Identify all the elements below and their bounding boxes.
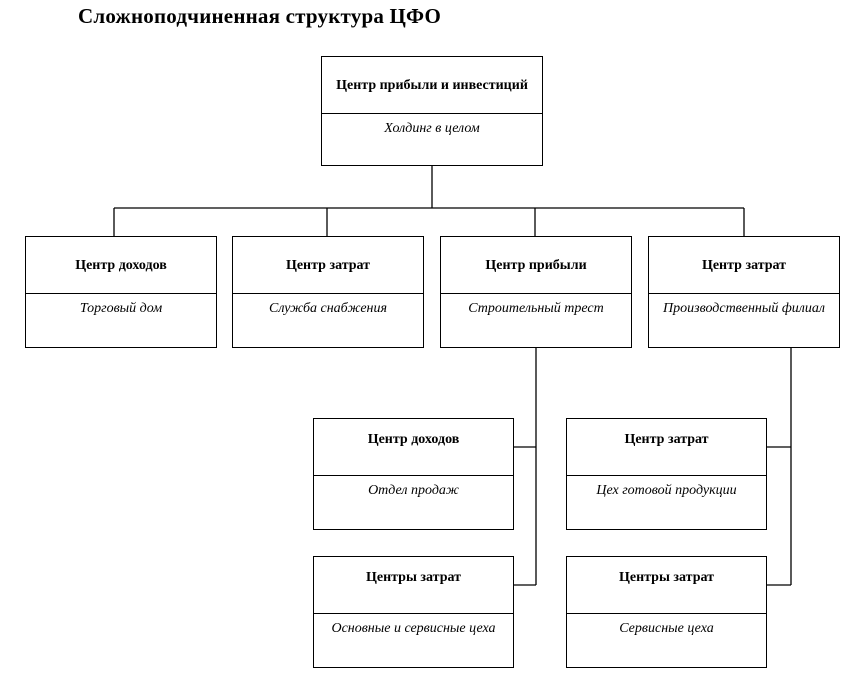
node-supply-service-unit: Служба снабжения (268, 301, 388, 316)
node-construction-trust: Центр прибыли Строительный трест (440, 236, 632, 348)
node-main-service-shops: Центры затрат Основные и сервисные цеха (313, 556, 514, 668)
node-sales-dept-type: Центр доходов (314, 419, 513, 476)
node-finished-goods-shop-type: Центр затрат (567, 419, 766, 476)
node-sales-dept: Центр доходов Отдел продаж (313, 418, 514, 530)
node-main-service-shops-type: Центры затрат (314, 557, 513, 614)
node-holding-type: Центр прибыли и инвестиций (322, 57, 542, 114)
node-construction-trust-type: Центр прибыли (441, 237, 631, 294)
node-service-shops-type: Центры затрат (567, 557, 766, 614)
node-construction-trust-unit: Строительный трест (468, 301, 604, 316)
node-trading-house-type: Центр доходов (26, 237, 216, 294)
node-service-shops: Центры затрат Сервисные цеха (566, 556, 767, 668)
node-finished-goods-shop-unit: Цех готовой продукции (596, 483, 737, 498)
diagram-title: Сложноподчиненная структура ЦФО (78, 4, 442, 28)
node-production-branch-type: Центр затрат (649, 237, 839, 294)
node-trading-house: Центр доходов Торговый дом (25, 236, 217, 348)
node-service-shops-unit: Сервисные цеха (619, 621, 714, 636)
node-production-branch-unit: Производственный филиал (663, 301, 825, 316)
node-finished-goods-shop: Центр затрат Цех готовой продукции (566, 418, 767, 530)
node-supply-service-type: Центр затрат (233, 237, 423, 294)
node-trading-house-unit: Торговый дом (79, 301, 163, 316)
node-holding-unit: Холдинг в целом (384, 121, 480, 136)
node-sales-dept-unit: Отдел продаж (368, 483, 459, 498)
node-holding: Центр прибыли и инвестиций Холдинг в цел… (321, 56, 543, 166)
node-main-service-shops-unit: Основные и сервисные цеха (331, 621, 496, 636)
node-supply-service: Центр затрат Служба снабжения (232, 236, 424, 348)
node-production-branch: Центр затрат Производственный филиал (648, 236, 840, 348)
